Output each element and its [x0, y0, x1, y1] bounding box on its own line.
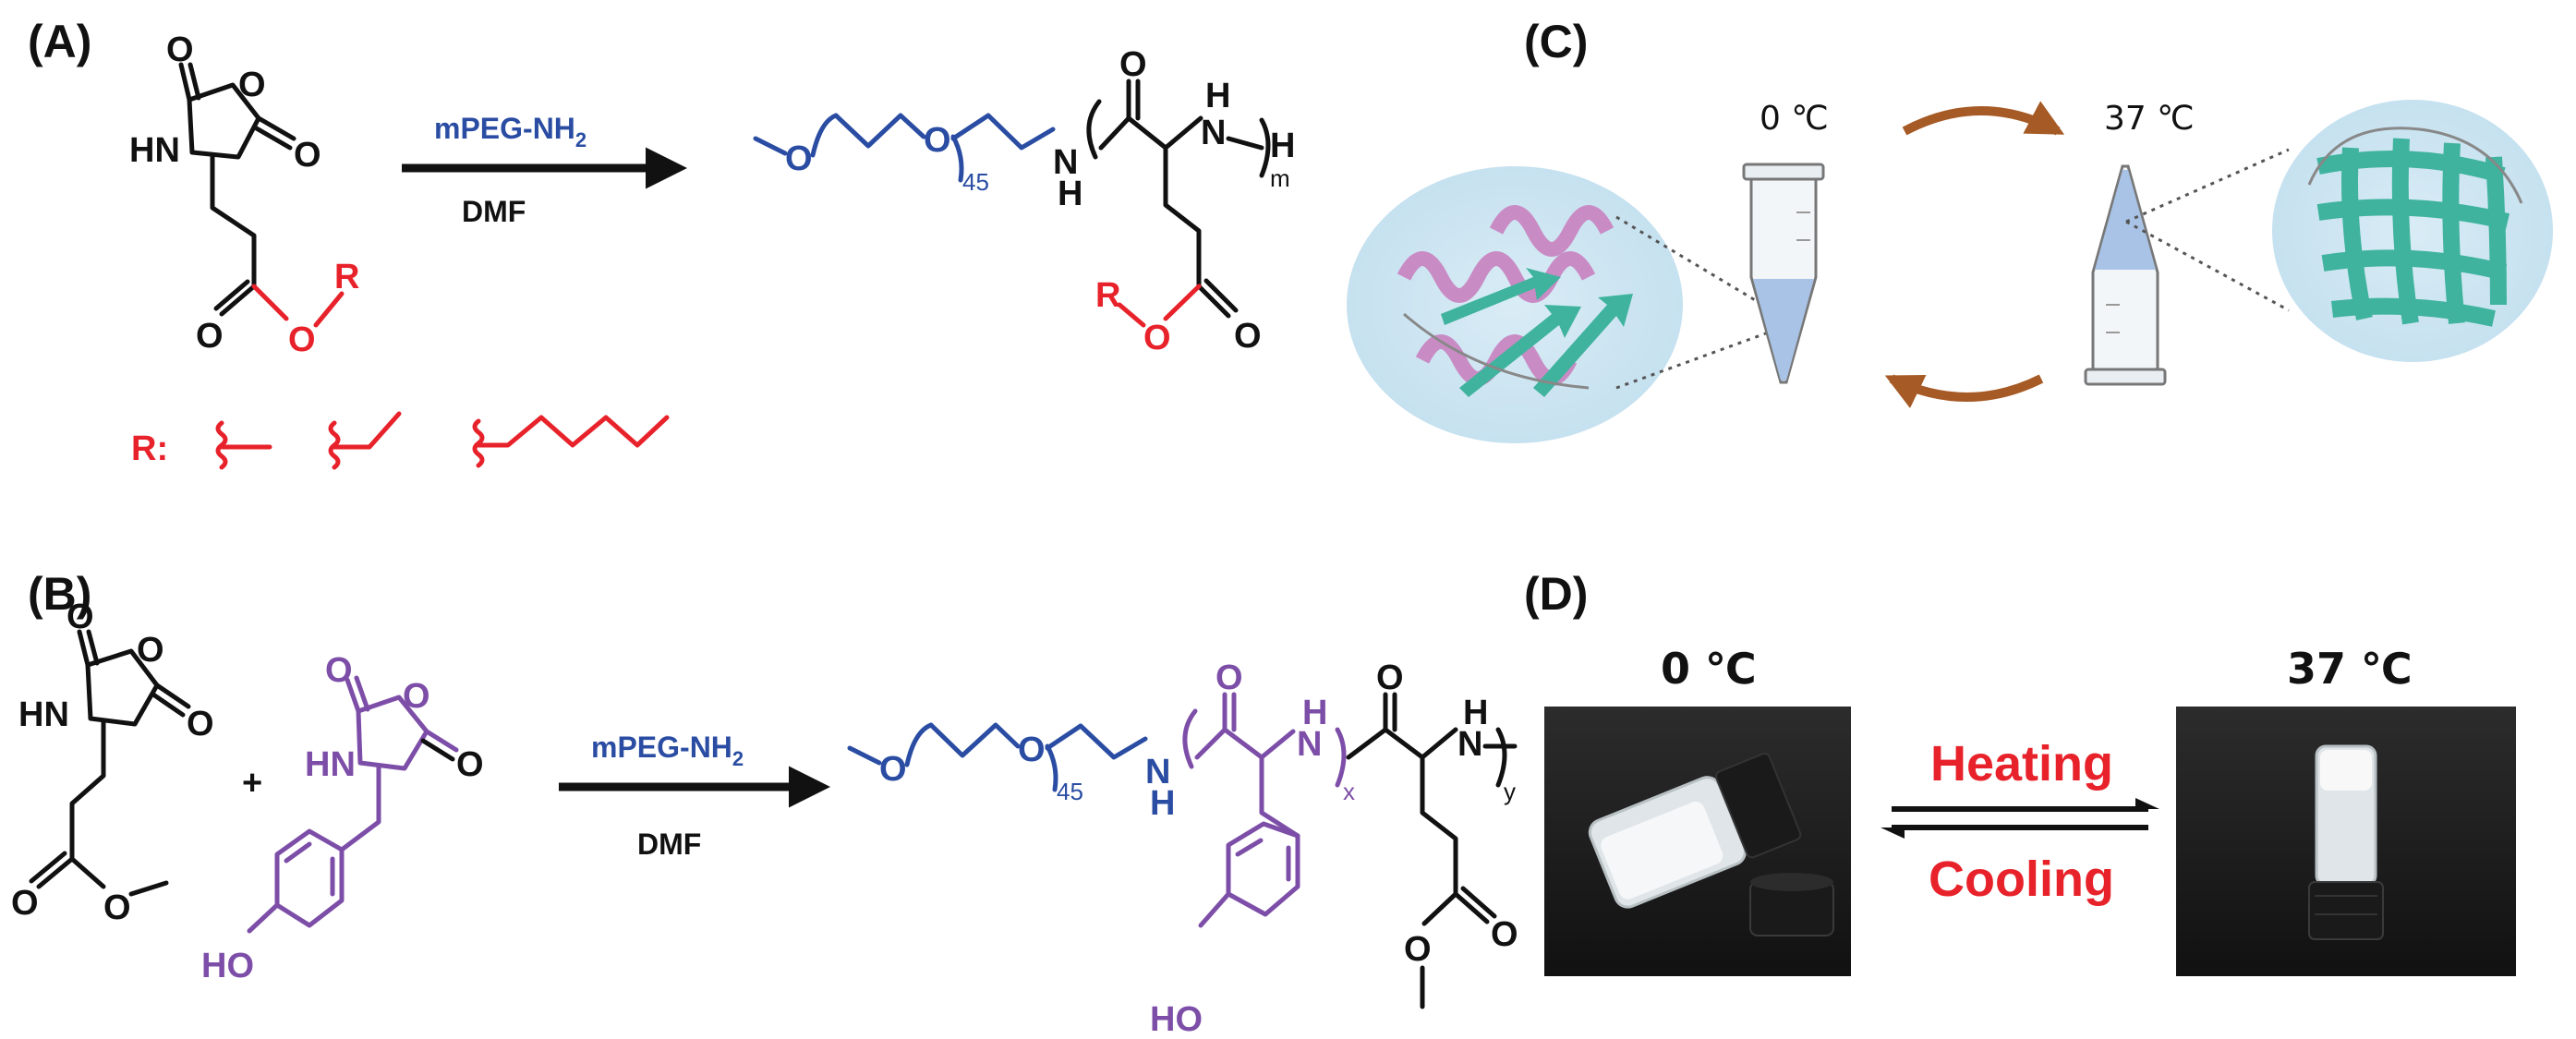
protein-helix-bubble — [1347, 166, 1683, 443]
r-substituents: R: — [131, 411, 670, 470]
temp-cold-label: 0 ℃ — [1760, 100, 1829, 138]
panel-c: (C) 0 ℃ 37 ℃ — [1347, 16, 2553, 443]
atom-h: H — [1302, 694, 1327, 732]
atom-h: H — [1205, 77, 1230, 115]
subscript-y: y — [1504, 778, 1516, 805]
atom-o: O — [1376, 658, 1404, 697]
subscript-n: 45 — [962, 168, 989, 196]
reagent-label: mPEG-NH2 — [434, 112, 587, 151]
atom-h: H — [1270, 127, 1295, 165]
atom-o: O — [294, 136, 321, 175]
atom-r: R — [334, 258, 359, 296]
atom-o: O — [1491, 915, 1518, 954]
zoom-line — [1615, 321, 1795, 390]
solvent-label: DMF — [462, 195, 526, 228]
subscript-n: 45 — [1057, 778, 1083, 805]
panel-a: (A) O O O HN O O R R: — [28, 16, 1295, 470]
reagent-label: mPEG-NH2 — [591, 731, 744, 770]
zoom-line — [2125, 220, 2290, 312]
nca-monomer-b1: O O O HN O O — [11, 598, 214, 927]
tube-gel-icon — [2084, 164, 2167, 386]
atom-o: O — [1143, 319, 1171, 357]
atom-hn: HN — [18, 695, 69, 734]
atom-o: O — [1404, 930, 1432, 969]
vial-sol-photo — [1544, 707, 1851, 976]
temp-warm-label: 37 ℃ — [2287, 644, 2413, 694]
temp-cold-label: 0 ℃ — [1661, 644, 1757, 694]
atom-hn: HN — [305, 745, 356, 784]
atom-o: O — [879, 750, 907, 789]
zoom-line — [1615, 215, 1795, 325]
panel-d-label: (D) — [1524, 568, 1588, 620]
temp-warm-label: 37 ℃ — [2104, 100, 2195, 138]
atom-h: H — [1150, 784, 1175, 823]
atom-h: H — [1463, 694, 1488, 732]
atom-o: O — [403, 677, 430, 716]
panel-c-label: (C) — [1524, 16, 1588, 67]
r-label: R: — [131, 429, 168, 468]
nca-monomer-b2: O O O HN HO — [201, 651, 484, 985]
atom-o: O — [924, 121, 951, 160]
atom-n: N — [1053, 143, 1078, 182]
atom-o: O — [288, 320, 316, 359]
atom-hn: HN — [129, 131, 180, 170]
plus-sign: + — [242, 764, 262, 803]
atom-h: H — [1058, 175, 1082, 213]
product-polymer-b: O O 45 N H O N H x HO — [847, 658, 1518, 1039]
atom-o: O — [1018, 731, 1046, 769]
heating-arrow — [1902, 101, 2065, 136]
equilibrium-arrows: Heating Cooling — [1881, 736, 2159, 907]
atom-o: O — [67, 598, 94, 636]
atom-n: N — [1201, 114, 1226, 152]
atom-o: O — [456, 745, 484, 784]
cooling-arrow — [1884, 374, 2044, 408]
atom-ho: HO — [1150, 1000, 1203, 1039]
atom-n: N — [1457, 725, 1482, 764]
vial-gel-photo — [2176, 707, 2516, 976]
atom-o: O — [1119, 45, 1147, 84]
product-polymer-a: O O 45 N H O N H m H O O — [753, 45, 1295, 357]
atom-o: O — [325, 651, 353, 690]
panel-d: (D) 0 ℃ 37 ℃ Heating Cooling — [1524, 568, 2516, 976]
panel-b-label: (B) — [28, 568, 91, 620]
atom-o: O — [1215, 658, 1243, 697]
atom-ho: HO — [201, 947, 254, 985]
atom-o: O — [1234, 317, 1262, 356]
atom-o: O — [196, 317, 224, 356]
cooling-label: Cooling — [1929, 852, 2114, 907]
reaction-arrow-b: mPEG-NH2 DMF — [559, 731, 830, 861]
atom-o: O — [166, 30, 194, 69]
atom-o: O — [785, 139, 813, 178]
nca-monomer-a: O O O HN O O R — [129, 30, 359, 359]
subscript-x: x — [1343, 778, 1355, 805]
solvent-label: DMF — [637, 828, 701, 861]
panel-a-label: (A) — [28, 16, 91, 67]
reaction-arrow-a: mPEG-NH2 DMF — [402, 112, 687, 228]
panel-b: (B) O O O HN O O + O — [11, 568, 1518, 1039]
zoom-line — [2125, 148, 2290, 224]
atom-o: O — [238, 66, 266, 104]
atom-o: O — [103, 888, 131, 927]
subscript-m: m — [1270, 164, 1290, 192]
tube-sol-icon — [1742, 163, 1825, 384]
atom-o: O — [11, 884, 39, 923]
atom-o: O — [137, 631, 164, 670]
heating-label: Heating — [1930, 736, 2113, 791]
atom-o: O — [187, 705, 214, 743]
atom-n: N — [1145, 753, 1170, 791]
atom-n: N — [1297, 725, 1322, 764]
atom-r: R — [1095, 276, 1120, 315]
protein-sheet-bubble — [2272, 100, 2553, 362]
